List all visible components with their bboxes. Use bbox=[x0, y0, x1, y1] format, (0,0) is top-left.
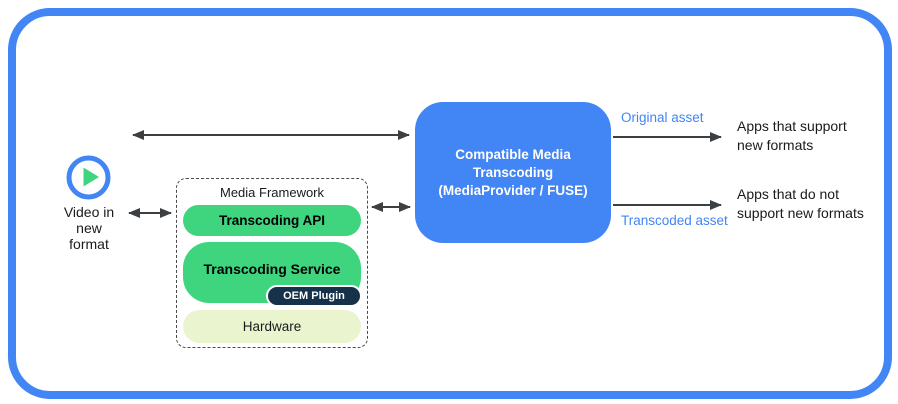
apps-not-supporting-label: Apps that do not support new formats bbox=[737, 186, 864, 221]
compatible-media-transcoding-box: Compatible Media Transcoding (MediaProvi… bbox=[415, 102, 611, 243]
video-source-label: Video in new format bbox=[63, 204, 115, 252]
apps-supporting-label: Apps that support new formats bbox=[737, 118, 847, 153]
oem-plugin-pill: OEM Plugin bbox=[266, 285, 362, 307]
transcoding-service-label: Transcoding Service bbox=[203, 260, 341, 277]
transcoding-api-pill: Transcoding API bbox=[183, 205, 361, 236]
video-play-icon bbox=[66, 155, 111, 200]
transcoding-service-box: Transcoding Service OEM Plugin bbox=[183, 242, 362, 307]
media-framework-box: Media Framework Transcoding API Transcod… bbox=[176, 178, 368, 348]
original-asset-label: Original asset bbox=[621, 110, 704, 125]
media-framework-title: Media Framework bbox=[219, 185, 325, 200]
transcoded-asset-label: Transcoded asset bbox=[621, 213, 728, 228]
hardware-pill: Hardware bbox=[183, 310, 361, 343]
